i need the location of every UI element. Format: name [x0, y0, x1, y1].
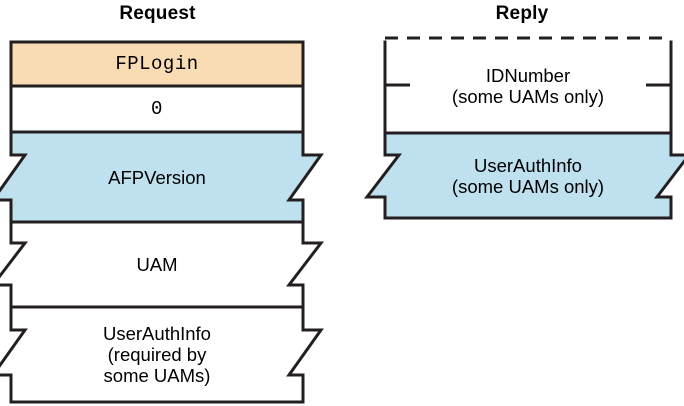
reply-column-title: Reply	[495, 3, 549, 24]
request-field-zero-label: 0	[151, 97, 163, 120]
reply-field-userauthinfo-label: UserAuthInfo (some UAMs only)	[451, 154, 605, 197]
request-field-afpversion-label: AFPVersion	[108, 166, 206, 188]
request-field-userauthinfo-label: UserAuthInfo (required by some UAMs)	[103, 323, 211, 386]
reply-field-idnumber-label: IDNumber (some UAMs only)	[451, 64, 605, 107]
request-field-fplogin-label: FPLogin	[115, 52, 199, 75]
request-column-title: Request	[119, 3, 196, 24]
request-field-uam-label: UAM	[136, 254, 178, 275]
